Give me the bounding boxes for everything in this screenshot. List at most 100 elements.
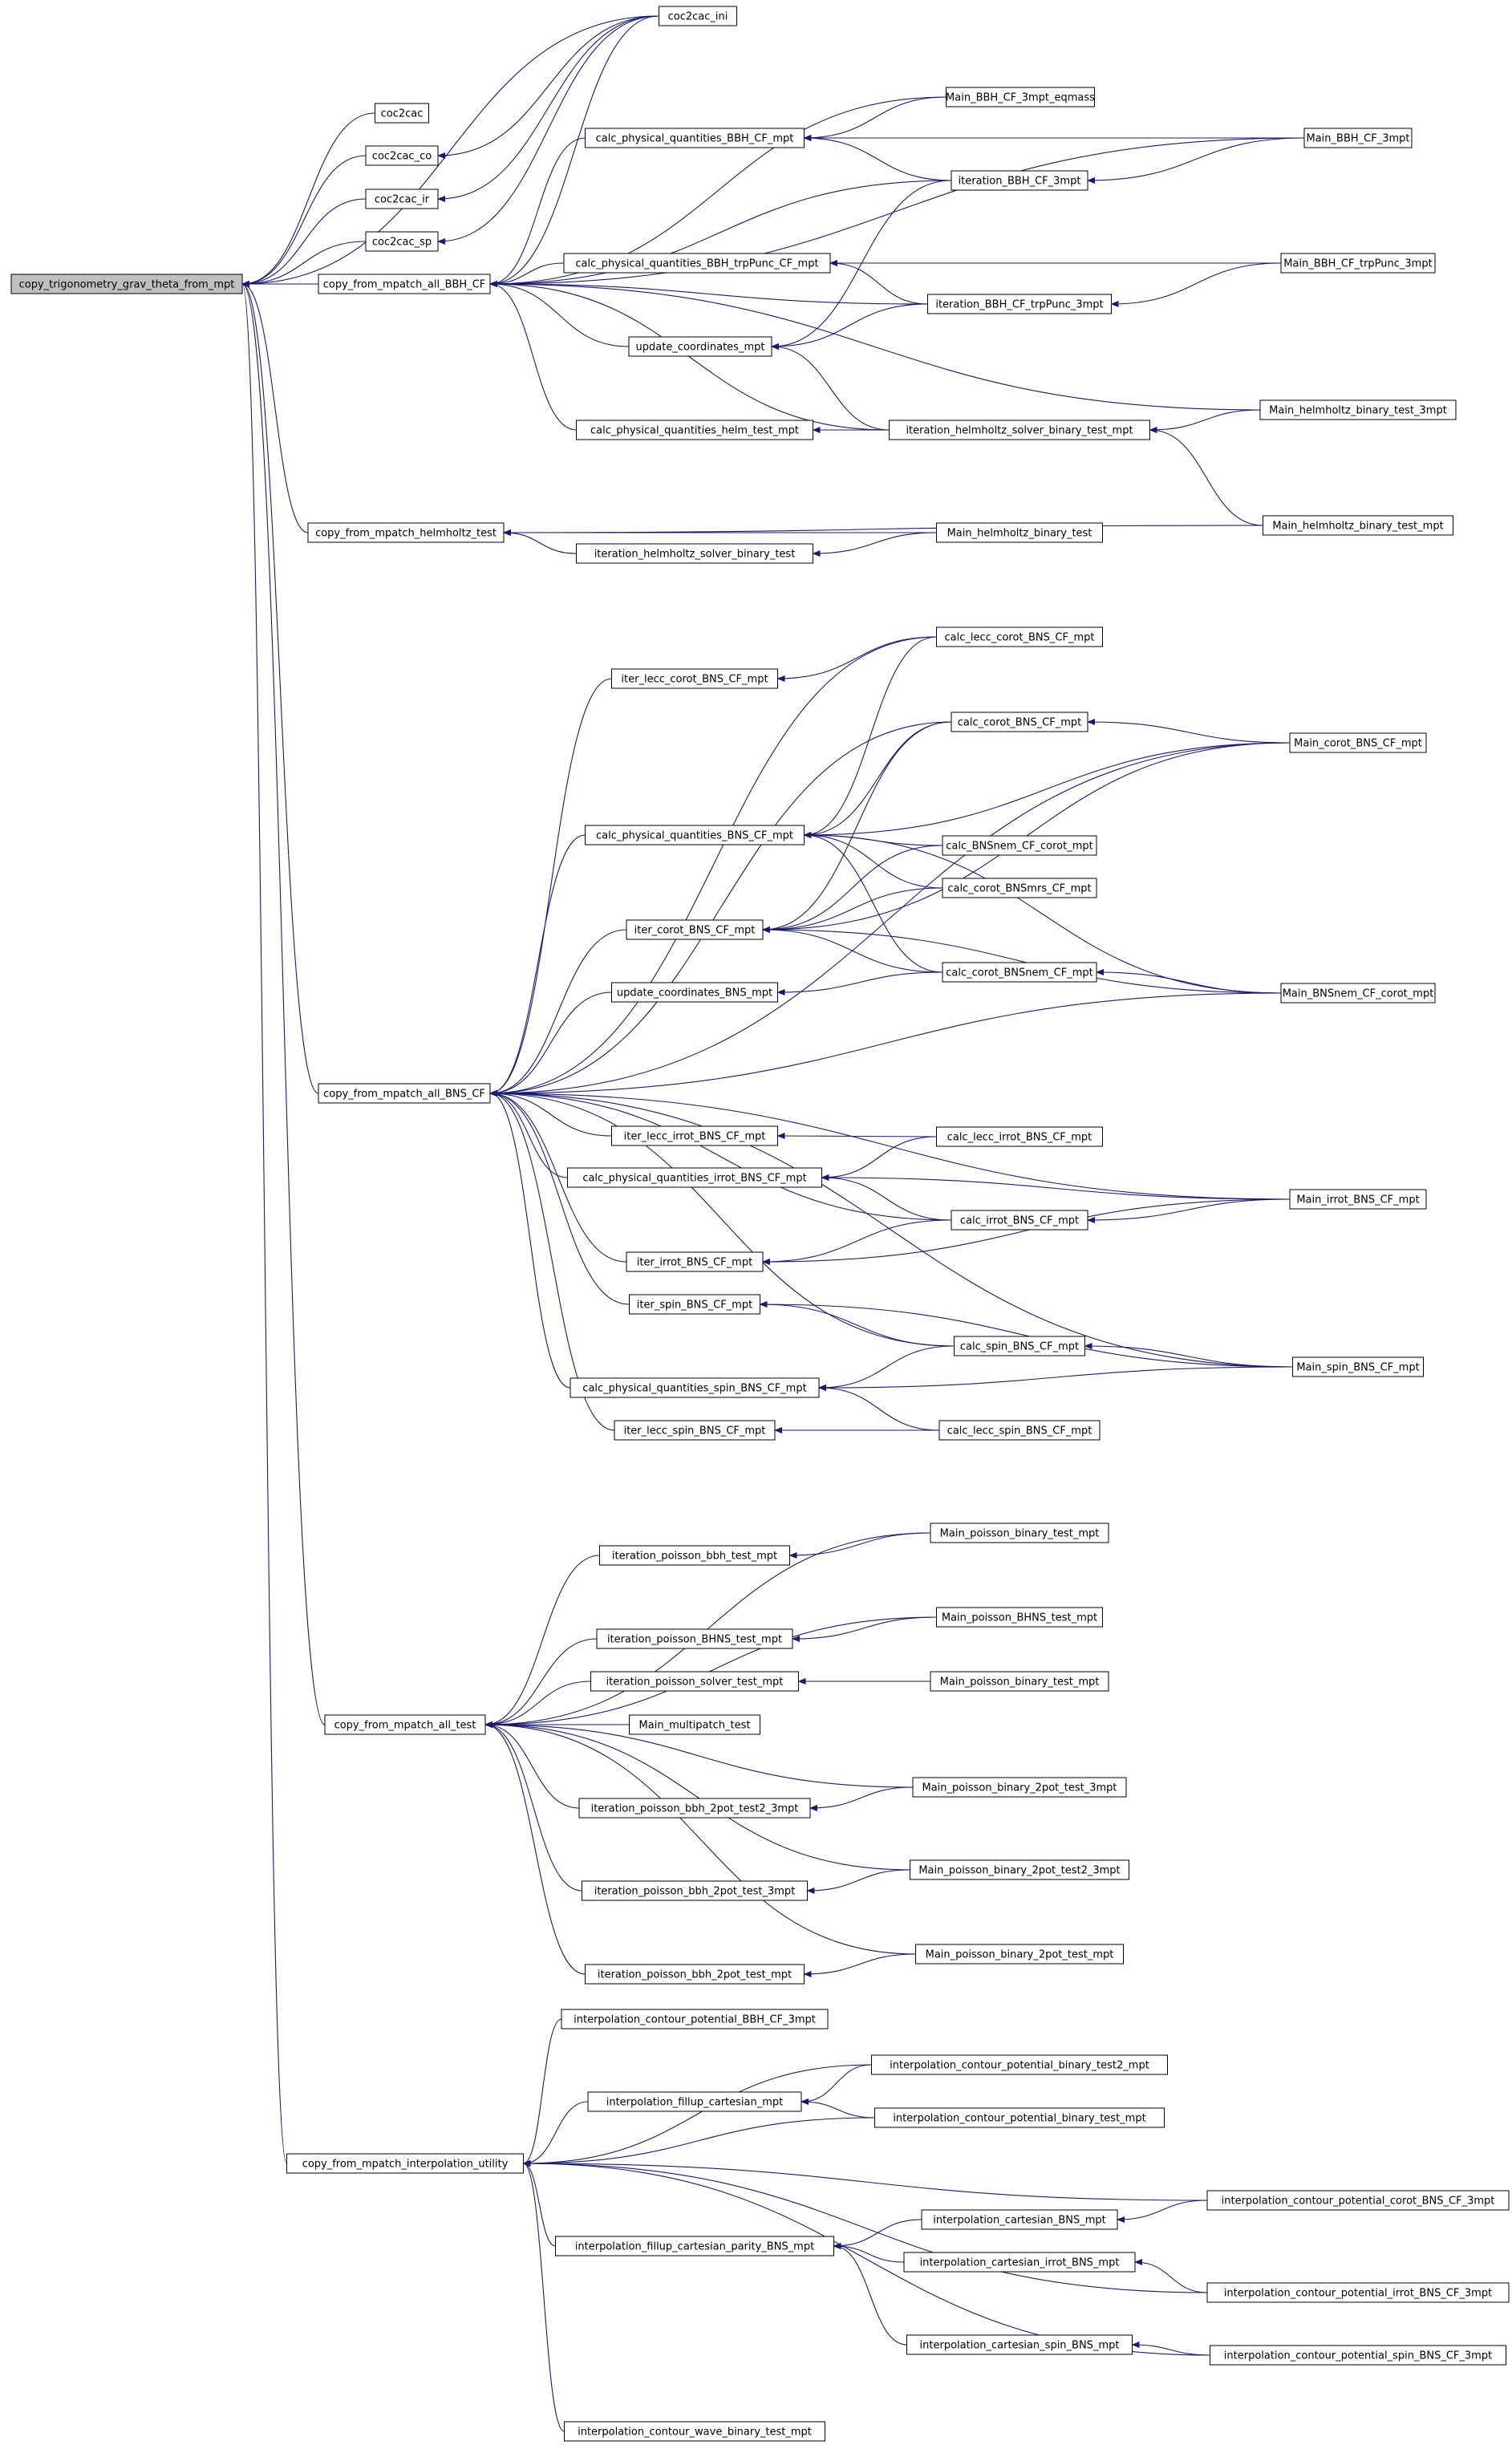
node-cpq-bbh[interactable]: calc_physical_quantities_BBH_CF_mpt	[585, 128, 805, 148]
node-cpq-bns[interactable]: calc_physical_quantities_BNS_CF_mpt	[585, 825, 805, 845]
edge-calc-corot-to-iter-corot	[762, 721, 952, 933]
node-calc-corot-bnsmrs[interactable]: calc_corot_BNSmrs_CF_mpt	[942, 878, 1097, 898]
node-label: calc_irrot_BNS_CF_mpt	[960, 1215, 1079, 1227]
edge-cpq-irrot-to-cfm-bns	[489, 1090, 568, 1178]
node-box	[942, 962, 1097, 983]
node-interp-contour-wave[interactable]: interpolation_contour_wave_binary_test_m…	[564, 2421, 825, 2442]
node-iter-lecc-spin[interactable]: iter_lecc_spin_BNS_CF_mpt	[614, 1420, 776, 1441]
edge-interp-contour-corot-to-cfm-interp	[522, 2160, 1208, 2201]
node-interp-fillup[interactable]: interpolation_fillup_cartesian_mpt	[587, 2091, 802, 2112]
node-main-bbh-trp[interactable]: Main_BBH_CF_trpPunc_3mpt	[1280, 253, 1436, 274]
node-label: interpolation_cartesian_irrot_BNS_mpt	[920, 2257, 1120, 2269]
node-box	[307, 522, 505, 543]
node-main-irrot[interactable]: Main_irrot_BNS_CF_mpt	[1289, 1189, 1427, 1210]
node-main-corot[interactable]: Main_corot_BNS_CF_mpt	[1289, 732, 1427, 753]
node-calc-bnsnem-corot[interactable]: calc_BNSnem_CF_corot_mpt	[942, 835, 1097, 856]
node-iter-poisson-bhns[interactable]: iteration_poisson_BHNS_test_mpt	[596, 1628, 793, 1649]
node-cfm-bns[interactable]: copy_from_mpatch_all_BNS_CF	[318, 1083, 491, 1104]
node-coc2cac-sp[interactable]: coc2cac_sp	[365, 231, 439, 252]
node-coc2cac[interactable]: coc2cac	[375, 103, 429, 124]
node-main-spin[interactable]: Main_spin_BNS_CF_mpt	[1292, 1356, 1424, 1377]
node-label: Main_corot_BNS_CF_mpt	[1294, 738, 1422, 750]
node-label: calc_corot_BNSnem_CF_mpt	[946, 967, 1092, 979]
node-cfm-bbh[interactable]: copy_from_mpatch_all_BBH_CF	[318, 274, 491, 294]
node-iter-poisson-solver[interactable]: iteration_poisson_solver_test_mpt	[590, 1671, 799, 1692]
node-root[interactable]: copy_trigonometry_grav_theta_from_mpt	[10, 274, 243, 294]
node-interp-contour-corot[interactable]: interpolation_contour_potential_corot_BN…	[1206, 2190, 1510, 2211]
node-interp-fillup-parity[interactable]: interpolation_fillup_cartesian_parity_BN…	[555, 2236, 834, 2256]
node-cfm-test[interactable]: copy_from_mpatch_all_test	[324, 1714, 486, 1735]
node-box	[1289, 1189, 1427, 1210]
node-upd-coord-bns[interactable]: update_coordinates_BNS_mpt	[611, 982, 778, 1003]
edge-main-helm-to-iter-helm	[812, 532, 937, 557]
node-box	[874, 2107, 1165, 2128]
edge-cfm-test-to-root	[241, 281, 326, 1725]
node-iter-lecc-corot[interactable]: iter_lecc_corot_BNS_CF_mpt	[611, 668, 778, 689]
node-main-bnsnem[interactable]: Main_BNSnem_CF_corot_mpt	[1280, 983, 1436, 1004]
node-cpq-irrot[interactable]: calc_physical_quantities_irrot_BNS_CF_mp…	[567, 1167, 822, 1188]
node-box	[585, 825, 805, 845]
node-calc-lecc-irrot[interactable]: calc_lecc_irrot_BNS_CF_mpt	[936, 1126, 1103, 1147]
node-main-poisson-bin2[interactable]: Main_poisson_binary_test_mpt	[930, 1671, 1109, 1692]
node-main-helm-mpt[interactable]: Main_helmholtz_binary_test_mpt	[1263, 515, 1453, 536]
edge-main-bnsnem-to-calc-corot-bnsnem	[1096, 969, 1282, 994]
node-iter-helm-mpt[interactable]: iteration_helmholtz_solver_binary_test_m…	[889, 420, 1150, 440]
node-main-poisson-2pot-mpt[interactable]: Main_poisson_binary_2pot_test_mpt	[915, 1944, 1124, 1965]
node-main-poisson-2pot-test2[interactable]: Main_poisson_binary_2pot_test2_3mpt	[910, 1859, 1129, 1880]
node-cpq-spin[interactable]: calc_physical_quantities_spin_BNS_CF_mpt	[570, 1377, 820, 1398]
node-iter-poisson-2pot-test2[interactable]: iteration_poisson_bbh_2pot_test2_3mpt	[578, 1798, 811, 1819]
node-iter-bbh-trp[interactable]: iteration_BBH_CF_trpPunc_3mpt	[927, 294, 1112, 314]
edge-iter-poisson-solver-to-cfm-test	[484, 1681, 591, 1728]
node-iter-lecc-irrot[interactable]: iter_lecc_irrot_BNS_CF_mpt	[611, 1125, 778, 1146]
node-iter-poisson-bbh[interactable]: iteration_poisson_bbh_test_mpt	[599, 1545, 790, 1566]
node-iter-poisson-2pot-test[interactable]: iteration_poisson_bbh_2pot_test_3mpt	[582, 1880, 808, 1901]
node-calc-spin[interactable]: calc_spin_BNS_CF_mpt	[954, 1336, 1085, 1356]
node-interp-contour-test[interactable]: interpolation_contour_potential_binary_t…	[874, 2107, 1165, 2128]
edge-interp-contour-test-to-interp-fillup	[801, 2098, 875, 2119]
node-interp-cart-irrot[interactable]: interpolation_cartesian_irrot_BNS_mpt	[903, 2252, 1136, 2273]
node-label: iteration_poisson_solver_test_mpt	[606, 1677, 784, 1689]
node-interp-cart-bns[interactable]: interpolation_cartesian_BNS_mpt	[921, 2209, 1118, 2230]
node-interp-cart-spin[interactable]: interpolation_cartesian_spin_BNS_mpt	[906, 2334, 1133, 2355]
node-main-bbh-eqmass[interactable]: Main_BBH_CF_3mpt_eqmass	[946, 87, 1095, 107]
edge-iter-bbh-trp-to-cpq-bbh-trp	[829, 260, 928, 305]
node-interp-contour-test2[interactable]: interpolation_contour_potential_binary_t…	[871, 2054, 1168, 2075]
node-label: calc_physical_quantities_helm_test_mpt	[590, 425, 799, 437]
node-main-poisson-bin1[interactable]: Main_poisson_binary_test_mpt	[930, 1523, 1109, 1543]
node-box	[555, 2236, 834, 2256]
node-coc2cac-co[interactable]: coc2cac_co	[365, 145, 439, 166]
node-cpq-bbh-trp[interactable]: calc_physical_quantities_BBH_trpPunc_CF_…	[563, 253, 831, 274]
node-coc2cac-ir[interactable]: coc2cac_ir	[365, 189, 439, 209]
node-iter-spin[interactable]: iter_spin_BNS_CF_mpt	[629, 1294, 760, 1315]
node-main-helm[interactable]: Main_helmholtz_binary_test	[936, 522, 1103, 543]
node-cfm-helm[interactable]: copy_from_mpatch_helmholtz_test	[307, 522, 505, 543]
node-calc-lecc-corot[interactable]: calc_lecc_corot_BNS_CF_mpt	[936, 626, 1103, 647]
node-iter-bbh-3mpt[interactable]: iteration_BBH_CF_3mpt	[951, 170, 1088, 191]
node-iter-corot[interactable]: iter_corot_BNS_CF_mpt	[626, 919, 764, 940]
node-main-poisson-2pot-3mpt[interactable]: Main_poisson_binary_2pot_test_3mpt	[912, 1777, 1127, 1798]
node-main-poisson-bhns[interactable]: Main_poisson_BHNS_test_mpt	[936, 1607, 1103, 1628]
node-interp-contour-spin[interactable]: interpolation_contour_potential_spin_BNS…	[1210, 2345, 1506, 2366]
node-interp-contour-bbh[interactable]: interpolation_contour_potential_BBH_CF_3…	[561, 2009, 829, 2029]
node-box	[1292, 1356, 1424, 1377]
node-iter-irrot[interactable]: iter_irrot_BNS_CF_mpt	[626, 1251, 764, 1272]
node-box	[1289, 732, 1427, 753]
node-coc2cac-ini[interactable]: coc2cac_ini	[659, 6, 737, 26]
node-iter-helm[interactable]: iteration_helmholtz_solver_binary_test	[576, 543, 813, 564]
node-main-bbh-3mpt[interactable]: Main_BBH_CF_3mpt	[1303, 128, 1413, 148]
node-iter-poisson-2pot-mpt[interactable]: iteration_poisson_bbh_2pot_test_mpt	[585, 1964, 805, 1985]
node-calc-corot-bnsnem[interactable]: calc_corot_BNSnem_CF_mpt	[942, 962, 1097, 983]
edge-calc-corot-bnsnem-to-iter-corot	[762, 927, 943, 973]
node-calc-irrot[interactable]: calc_irrot_BNS_CF_mpt	[951, 1210, 1088, 1231]
node-cfm-interp[interactable]: copy_from_mpatch_interpolation_utility	[286, 2153, 524, 2174]
node-cpq-helm[interactable]: calc_physical_quantities_helm_test_mpt	[576, 420, 813, 440]
node-main-helm-3mpt[interactable]: Main_helmholtz_binary_test_3mpt	[1259, 399, 1457, 420]
node-interp-contour-irrot[interactable]: interpolation_contour_potential_irrot_BN…	[1206, 2282, 1510, 2303]
edge-main-spin-to-iter-spin	[759, 1301, 1293, 1368]
node-box	[1206, 2190, 1510, 2211]
node-main-multipatch[interactable]: Main_multipatch_test	[629, 1714, 760, 1735]
node-upd-coord[interactable]: update_coordinates_mpt	[628, 336, 772, 357]
node-calc-corot[interactable]: calc_corot_BNS_CF_mpt	[951, 712, 1088, 732]
node-label: coc2cac_ir	[375, 194, 430, 206]
node-calc-lecc-spin[interactable]: calc_lecc_spin_BNS_CF_mpt	[938, 1420, 1101, 1441]
